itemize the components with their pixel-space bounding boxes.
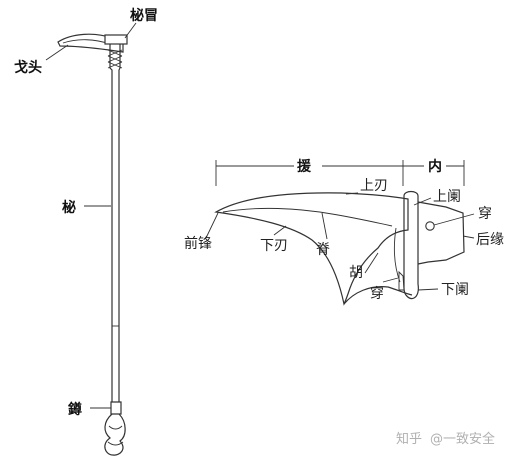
- ge-head-detail: [205, 157, 475, 306]
- label-nei: 内: [428, 158, 442, 175]
- leader-ge-tou: [45, 44, 69, 61]
- label-chuan-top: 穿: [478, 206, 492, 222]
- bi-cap: [104, 34, 128, 45]
- zun-cap: [110, 401, 122, 415]
- leader-hu: [364, 252, 379, 274]
- nei-knockout: [424, 157, 446, 175]
- label-shang-ren: 上刃: [360, 178, 388, 194]
- label-bi-mao: 柲冒: [130, 7, 158, 24]
- label-ge-tou: 戈头: [14, 59, 42, 76]
- zun-knot-inner: [107, 425, 124, 446]
- chuan-hole-bottom: [398, 270, 405, 291]
- label-chuan-bottom: 穿: [370, 286, 384, 302]
- leader-qian-feng: [205, 212, 219, 239]
- leader-hou-yuan: [462, 235, 475, 239]
- label-qian-feng: 前锋: [184, 235, 212, 252]
- binding-wrap: [107, 49, 123, 69]
- bi-shaft: [109, 44, 121, 402]
- lan-bar: [403, 190, 419, 300]
- yuan-blade: [214, 192, 409, 306]
- yuan-knockout: [294, 157, 322, 175]
- full-ge-assembly: [45, 22, 137, 456]
- label-xia-ren: 下刃: [260, 238, 288, 254]
- watermark: 知乎 @一致安全: [396, 431, 495, 447]
- watermark-author: @一致安全: [430, 431, 495, 447]
- watermark-platform: 知乎: [396, 431, 422, 447]
- nei-tang: [417, 201, 465, 265]
- chuan-hole-top: [425, 221, 435, 231]
- ge-head-ridge: [62, 39, 111, 45]
- label-hou-yuan: 后缘: [476, 232, 504, 248]
- leader-ji: [321, 212, 328, 240]
- label-shang-lan: 上阑: [433, 189, 461, 205]
- label-ji: 脊: [316, 242, 330, 258]
- label-yuan: 援: [297, 158, 312, 175]
- leader-chuan-top: [433, 213, 475, 226]
- leader-xia-ren: [273, 225, 287, 236]
- label-zun: 鐏: [68, 401, 82, 418]
- leader-bi-mao: [124, 22, 137, 39]
- ge-head-blade: [57, 33, 124, 53]
- label-xia-lan: 下阑: [441, 282, 469, 298]
- leader-shang-lan: [413, 197, 432, 206]
- label-bi: 柲: [62, 199, 76, 216]
- label-hu: 胡: [349, 265, 363, 281]
- zun-knot: [104, 413, 126, 456]
- leader-xia-lan: [417, 288, 439, 291]
- leader-chuan-bottom: [382, 277, 399, 283]
- leader-shang-ren: [345, 192, 359, 195]
- ji-ridge: [222, 207, 393, 227]
